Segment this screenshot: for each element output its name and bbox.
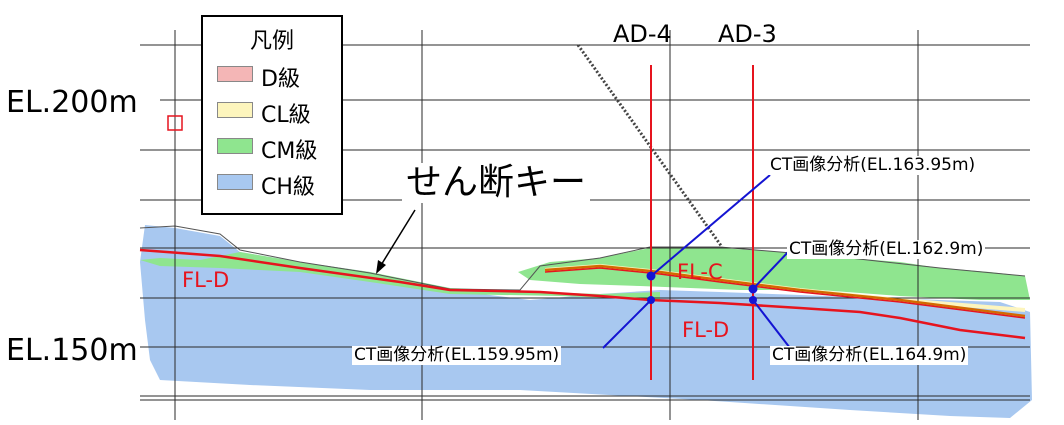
ct-label-164-9: CT画像分析(EL.164.9m) bbox=[770, 345, 969, 365]
ct-label-163-95: CT画像分析(EL.163.95m) bbox=[768, 155, 978, 175]
sample-point-4 bbox=[749, 296, 757, 304]
fault-label-fl-d-left: FL-D bbox=[182, 268, 230, 292]
fault-label-fl-d-lower: FL-D bbox=[682, 318, 730, 342]
legend-swatch-cl bbox=[217, 102, 253, 118]
ct-label-159-95: CT画像分析(EL.159.95m) bbox=[352, 345, 562, 365]
ct-label-162-9: CT画像分析(EL.162.9m) bbox=[787, 239, 986, 259]
legend-label-ch: CH級 bbox=[261, 175, 315, 200]
borehole-label-ad-3: AD-3 bbox=[718, 20, 777, 48]
legend-swatch-cm bbox=[217, 138, 253, 154]
legend: 凡例 D級 CL級 CM級 CH級 bbox=[201, 15, 343, 215]
fault-label-fl-c: FL-C bbox=[677, 260, 723, 284]
fault-line-fl-d-upper bbox=[139, 248, 1026, 340]
legend-swatch-d bbox=[217, 66, 253, 82]
shear-key-arrowhead bbox=[376, 260, 386, 274]
elevation-label-200: EL.200m bbox=[6, 85, 138, 120]
elevation-label-150: EL.150m bbox=[6, 333, 138, 368]
sample-point-2 bbox=[748, 284, 758, 294]
sample-point-3 bbox=[647, 296, 655, 304]
callout-line-3 bbox=[602, 299, 652, 349]
sample-point-1 bbox=[646, 271, 656, 281]
cm-zone-right bbox=[518, 248, 1030, 300]
legend-label-d: D級 bbox=[261, 67, 300, 92]
borehole-label-ad-4: AD-4 bbox=[613, 20, 672, 48]
legend-label-cl: CL級 bbox=[261, 103, 311, 128]
callout-line-1 bbox=[650, 174, 771, 277]
shear-key-arrow bbox=[377, 209, 416, 271]
fault-line-fl-c-red bbox=[544, 267, 1026, 319]
legend-title: 凡例 bbox=[249, 29, 294, 54]
fault-line-fl-c bbox=[544, 264, 1026, 318]
callout-line-2 bbox=[752, 249, 791, 290]
shear-key-label: せん断キー bbox=[402, 163, 591, 203]
marker-square bbox=[167, 115, 183, 131]
callout-line-4 bbox=[752, 299, 791, 349]
legend-swatch-ch bbox=[217, 174, 253, 190]
legend-label-cm: CM級 bbox=[261, 139, 318, 164]
